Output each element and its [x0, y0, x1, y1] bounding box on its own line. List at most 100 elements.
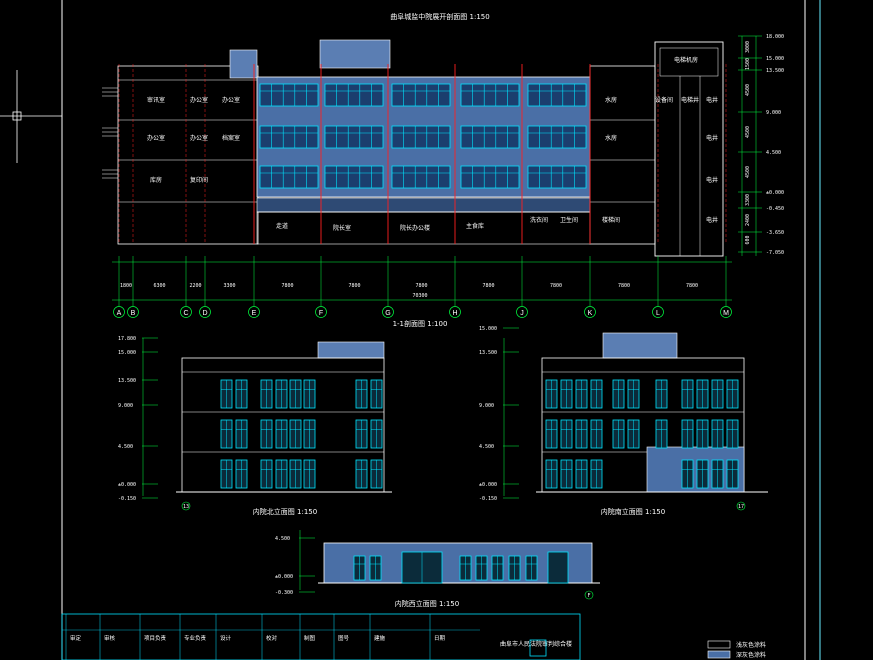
- axis-circle-D: [199, 306, 211, 318]
- facade-window: [259, 125, 319, 149]
- facade-window: [391, 83, 451, 107]
- level-mark: 9.000: [766, 110, 781, 116]
- axis-label-M: M: [723, 310, 729, 317]
- title-block-cell: 项目负责: [144, 634, 167, 642]
- axis-circle-L: [652, 306, 664, 318]
- facade-window: [527, 165, 587, 189]
- elevation-level: 13.500: [118, 378, 136, 384]
- facade-window: [259, 165, 319, 189]
- level-mark: -7.050: [766, 250, 784, 256]
- axis-label-K: K: [588, 310, 593, 317]
- elevation-level: 9.000: [118, 403, 133, 409]
- north-elevation: 17.80015.00013.5009.0004.500±0.000-0.150…: [118, 336, 392, 511]
- level-mark: -3.650: [766, 230, 784, 236]
- vertical-dim: 2400: [745, 214, 751, 226]
- vertical-dim: 1500: [745, 58, 751, 70]
- axis-label-H: H: [452, 310, 457, 317]
- elevation-level: ±0.000: [275, 574, 293, 580]
- room-label: 院长室: [333, 224, 351, 232]
- north-grid-marker: 13: [183, 504, 189, 510]
- room-label: 电井: [706, 176, 718, 184]
- axis-circle-A: [113, 306, 125, 318]
- level-mark: -0.450: [766, 206, 784, 212]
- elevation-level: 4.500: [479, 444, 494, 450]
- elevation-level: ±0.000: [479, 482, 497, 488]
- axis-label-E: E: [252, 310, 257, 317]
- room-label: 主食库: [466, 222, 484, 230]
- west-grid-marker: F: [587, 593, 590, 599]
- room-label: 复印间: [190, 176, 208, 184]
- room-label: 办公室: [190, 134, 208, 142]
- facade-window: [460, 125, 520, 149]
- level-mark: 13.500: [766, 68, 784, 74]
- axis-circle-G: [382, 306, 394, 318]
- axis-span-dim: 2200: [189, 283, 201, 289]
- title-block-cell: 图号: [338, 634, 350, 642]
- room-label: 水房: [605, 134, 617, 142]
- facade-window: [324, 165, 384, 189]
- title-block-cell: 建施: [374, 634, 386, 642]
- axis-label-A: A: [117, 310, 122, 317]
- legend: 浅灰色涂料 深灰色涂料: [707, 640, 766, 659]
- room-label: 档案室: [222, 134, 240, 142]
- axis-circle-M: [720, 306, 732, 318]
- room-label: 水房: [605, 96, 617, 104]
- room-label: 办公室: [222, 96, 240, 104]
- title-block-cell: 日期: [434, 635, 446, 642]
- axis-span-dim: 7800: [482, 283, 494, 289]
- axis-circle-E: [248, 306, 260, 318]
- room-label: 电井: [706, 96, 718, 104]
- crosshair-cursor: [0, 70, 62, 163]
- vertical-dim: 3300: [745, 194, 751, 206]
- elevation-level: 17.800: [118, 336, 136, 342]
- axis-span-dim: 7800: [550, 283, 562, 289]
- axis-span-dim: 6300: [153, 283, 165, 289]
- section-room-labels: 审讯室办公室办公室办公室办公室档案室库房复印间走道院长室院长办公楼主食库洗衣间卫…: [147, 56, 718, 232]
- title-block-cell: 设计: [220, 634, 232, 642]
- west-elevation: 4.500±0.000-0.300 F: [275, 530, 600, 600]
- level-mark: 18.000: [766, 34, 784, 40]
- room-label: 电井: [706, 216, 718, 224]
- title-block-project: 曲阜市人民法院审判综合楼: [500, 640, 572, 648]
- vertical-dim: 4500: [745, 126, 751, 138]
- vertical-dim: 3000: [745, 41, 751, 53]
- facade-window: [391, 125, 451, 149]
- axis-span-dim: 7800: [348, 283, 360, 289]
- axis-label-G: G: [385, 310, 390, 317]
- axis-span-dim: 7800: [281, 283, 293, 289]
- axis-span-dim: 1800: [120, 283, 132, 289]
- title-block-cell: 审核: [104, 634, 116, 642]
- level-mark: 15.000: [766, 56, 784, 62]
- room-label: 卫生间: [560, 216, 578, 224]
- room-label: 楼梯间: [602, 216, 620, 224]
- elevation-level: -0.150: [479, 496, 497, 502]
- elevation-level: 9.000: [479, 403, 494, 409]
- facade-window: [259, 83, 319, 107]
- west-elevation-title: 内院西立面图 1:150: [395, 599, 459, 608]
- axis-label-D: D: [202, 310, 207, 317]
- room-label: 设备间: [655, 96, 673, 104]
- room-label: 办公室: [147, 134, 165, 142]
- axis-label-F: F: [319, 310, 323, 317]
- elevation-level: ±0.000: [118, 482, 136, 488]
- facade-window: [460, 83, 520, 107]
- axis-circle-F: [315, 306, 327, 318]
- title-block: 审定审核项目负责专业负责设计校对制图图号建施日期 曲阜市人民法院审判综合楼: [61, 613, 581, 660]
- section-long-title: 曲阜城监中院展开剖面图 1:150: [390, 12, 489, 21]
- room-label: 库房: [150, 176, 162, 184]
- section-long: [102, 39, 727, 257]
- facade-window: [527, 83, 587, 107]
- axis-span-dim: 7800: [415, 283, 427, 289]
- elevation-level: 15.000: [118, 350, 136, 356]
- section-1-1-title: 1-1剖面图 1:100: [393, 319, 448, 328]
- vertical-dim: 4500: [745, 84, 751, 96]
- axis-label-L: L: [656, 310, 660, 317]
- facade-window: [391, 165, 451, 189]
- vertical-dim: 600: [745, 235, 751, 244]
- title-block-cell: 专业负责: [184, 634, 207, 642]
- room-label: 院长办公楼: [400, 224, 430, 232]
- facade-window: [460, 165, 520, 189]
- room-label: 走道: [276, 222, 288, 230]
